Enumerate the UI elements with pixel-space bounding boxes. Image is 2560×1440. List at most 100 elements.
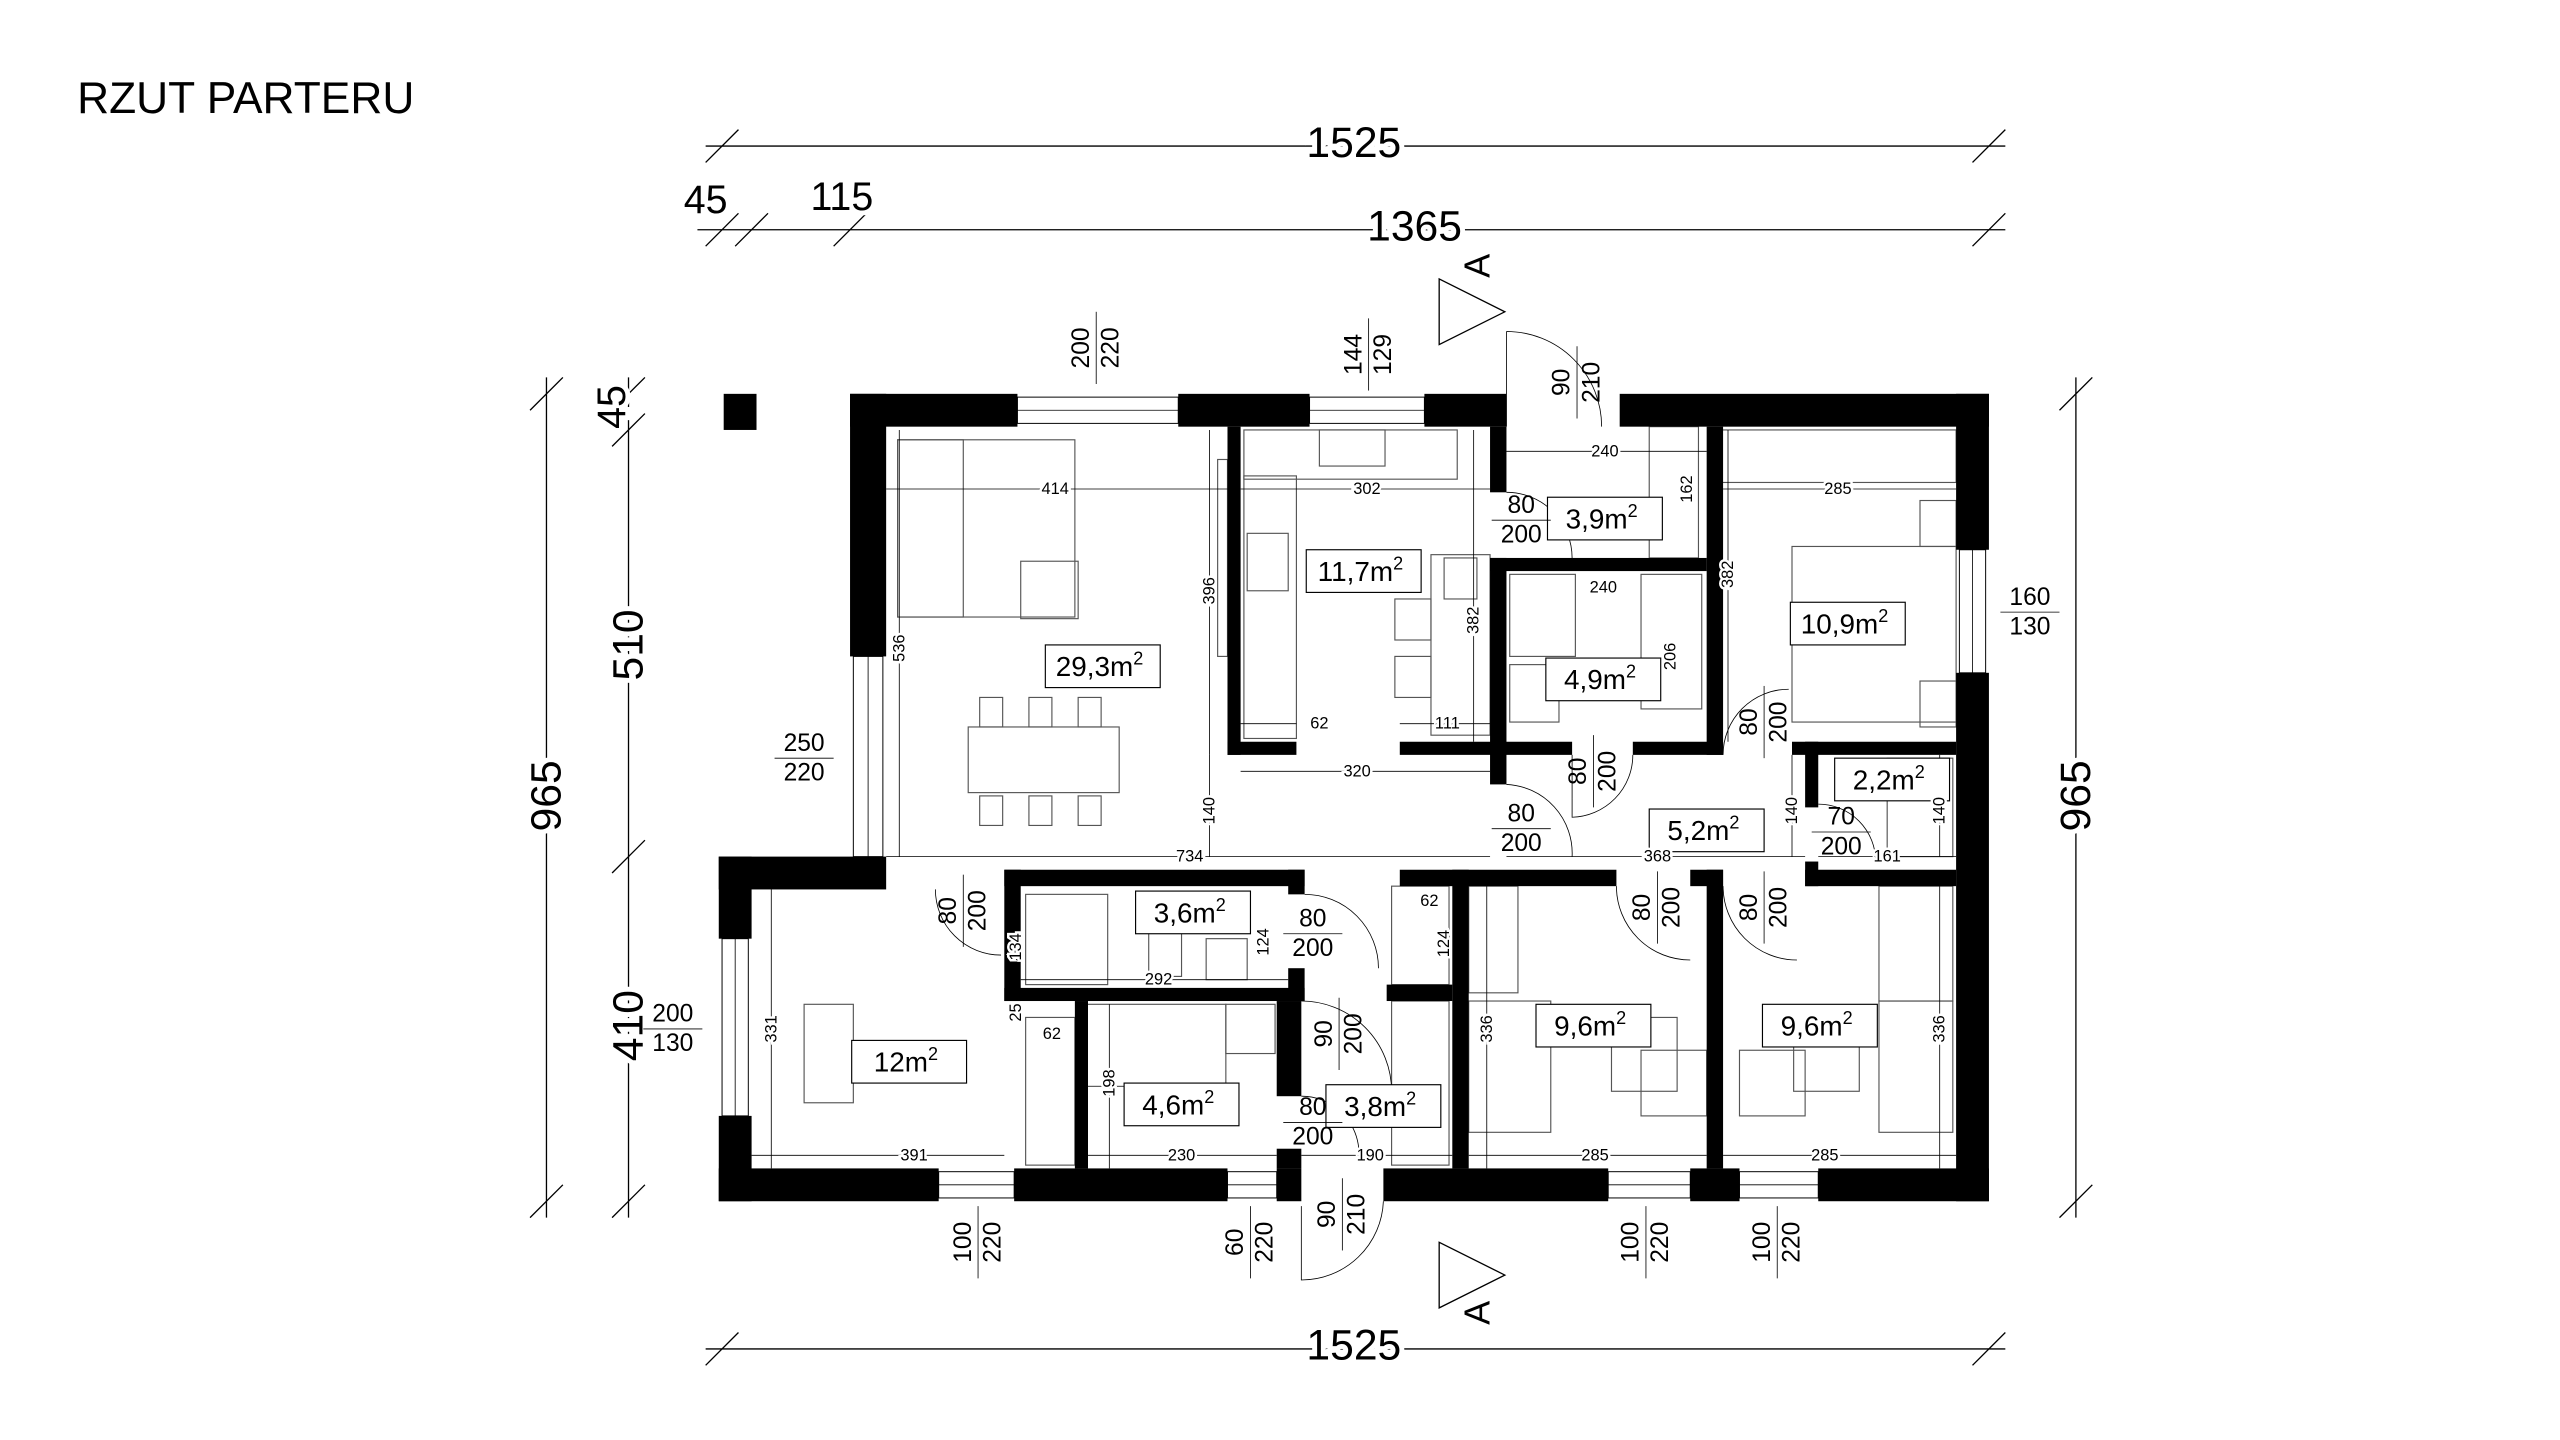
- room-area-box: [1834, 757, 1951, 802]
- room-area-label: 11,7m2: [1318, 553, 1403, 586]
- plan-title: RZUT PARTERU: [77, 74, 414, 123]
- opening-width: 80: [1508, 492, 1535, 519]
- dimension-tick: [1972, 129, 2006, 163]
- room-area-box: [1305, 549, 1422, 593]
- room-area-label: 2,2m2: [1853, 762, 1925, 795]
- dimension-tick: [705, 1332, 739, 1366]
- wall: [1227, 426, 1241, 755]
- opening-width: 100: [1618, 1222, 1645, 1263]
- furniture-item: [1509, 573, 1576, 657]
- furniture-item: [803, 1003, 854, 1104]
- wall: [1276, 1148, 1302, 1169]
- wall: [1399, 741, 1507, 755]
- room-area-value: 12m: [874, 1047, 928, 1078]
- opening-width: 100: [950, 1222, 977, 1263]
- opening-height: 200: [1821, 833, 1862, 860]
- room-area-label: 3,6m2: [1154, 895, 1226, 928]
- overall-dimension-right-total: 965: [2052, 760, 2100, 831]
- room-area-value: 3,9m: [1566, 503, 1628, 534]
- opening-width: 80: [1299, 905, 1326, 932]
- opening-width: 60: [1222, 1229, 1249, 1256]
- furniture-item: [1640, 1049, 1708, 1117]
- dimension-label: 140: [1931, 797, 1949, 824]
- wall: [1490, 741, 1573, 755]
- wall: [1178, 393, 1310, 427]
- room-area-unit-sup: 2: [1915, 762, 1925, 782]
- wall: [1632, 741, 1724, 755]
- room-area-box: [1648, 808, 1765, 853]
- opening-height: 200: [1659, 887, 1686, 928]
- dimension-tick: [2059, 376, 2093, 411]
- room-area-label: 9,6m2: [1781, 1008, 1853, 1041]
- dimension-tick: [611, 376, 646, 411]
- room-area-unit-sup: 2: [1616, 1008, 1626, 1028]
- dimension-label: 292: [1145, 971, 1172, 989]
- section-marker-bottom: [1438, 1241, 1507, 1309]
- furniture-item: [979, 795, 1004, 827]
- opening-height: 210: [1344, 1194, 1371, 1235]
- overall-dimension-top-left-b: 115: [810, 175, 873, 219]
- furniture-item: [967, 726, 1120, 794]
- dimension-label: 382: [1465, 607, 1483, 634]
- opening-width: 100: [1749, 1222, 1776, 1263]
- opening-height: 200: [965, 890, 992, 931]
- wall: [718, 856, 752, 939]
- dimension-label: 161: [1873, 848, 1900, 866]
- opening-width: 80: [1508, 800, 1535, 827]
- overall-dimension-left-mid: 510: [605, 609, 653, 680]
- dimension-label: 140: [1783, 797, 1801, 824]
- dimension-tick: [611, 1184, 646, 1219]
- dimension-label: 62: [1420, 892, 1438, 910]
- wall: [1276, 1001, 1302, 1097]
- section-marker-top: [1438, 277, 1507, 346]
- room-area-unit-sup: 2: [1843, 1008, 1853, 1028]
- room-area-value: 10,9m: [1801, 608, 1878, 639]
- room-area-box: [1545, 657, 1662, 702]
- dimension-label: 536: [890, 635, 908, 662]
- dimension-label: 285: [1824, 480, 1851, 498]
- overall-dimension-bottom-total: 1525: [1306, 1322, 1401, 1370]
- dimension-label: 25: [1007, 1003, 1025, 1021]
- room-area-label: 4,9m2: [1564, 662, 1636, 695]
- room-area-box: [851, 1039, 968, 1084]
- room-area-value: 9,6m: [1554, 1010, 1616, 1041]
- furniture-item: [1020, 560, 1079, 620]
- room-area-value: 9,6m: [1781, 1010, 1843, 1041]
- furniture-item: [1318, 429, 1386, 467]
- room-area-box: [1044, 644, 1161, 689]
- walls: [718, 331, 1989, 1281]
- furniture-item: [1246, 532, 1289, 592]
- room-area-unit-sup: 2: [1216, 895, 1226, 915]
- door-swing: [1722, 886, 1797, 961]
- dimension-label: 198: [1100, 1069, 1118, 1096]
- room-area-value: 2,2m: [1853, 764, 1915, 795]
- wall: [1004, 869, 1021, 1002]
- opening-width: 80: [1565, 758, 1592, 785]
- opening-height: 220: [979, 1222, 1006, 1263]
- room-area-value: 3,8m: [1344, 1091, 1406, 1122]
- wall: [1004, 987, 1305, 1002]
- dimension-tick: [529, 1184, 564, 1219]
- wall: [1276, 1168, 1302, 1202]
- room-area-label: 29,3m2: [1056, 649, 1144, 682]
- opening-height: 200: [1340, 1013, 1367, 1054]
- furniture-item: [897, 439, 1076, 618]
- opening-height: 200: [1765, 702, 1792, 743]
- overall-dimension-top-left-a: 45: [684, 178, 728, 222]
- door-swing: [1304, 893, 1379, 969]
- room-area-value: 4,9m: [1564, 664, 1626, 695]
- wall: [1805, 741, 1819, 808]
- dimension-tick: [1972, 1332, 2006, 1366]
- wall: [1004, 869, 1305, 887]
- section-label-bottom: A: [1456, 1301, 1497, 1325]
- opening-width: 80: [1736, 894, 1763, 921]
- dimension-label: 396: [1200, 577, 1218, 604]
- room-area-value: 5,2m: [1667, 815, 1729, 846]
- furniture-item: [1640, 573, 1703, 710]
- furniture-item: [1148, 926, 1183, 977]
- room-area-label: 4,6m2: [1142, 1087, 1214, 1120]
- opening-width: 80: [1299, 1094, 1326, 1121]
- furniture-item: [1468, 885, 1519, 994]
- room-area-box: [1761, 1003, 1878, 1048]
- furniture-item: [1919, 680, 1957, 728]
